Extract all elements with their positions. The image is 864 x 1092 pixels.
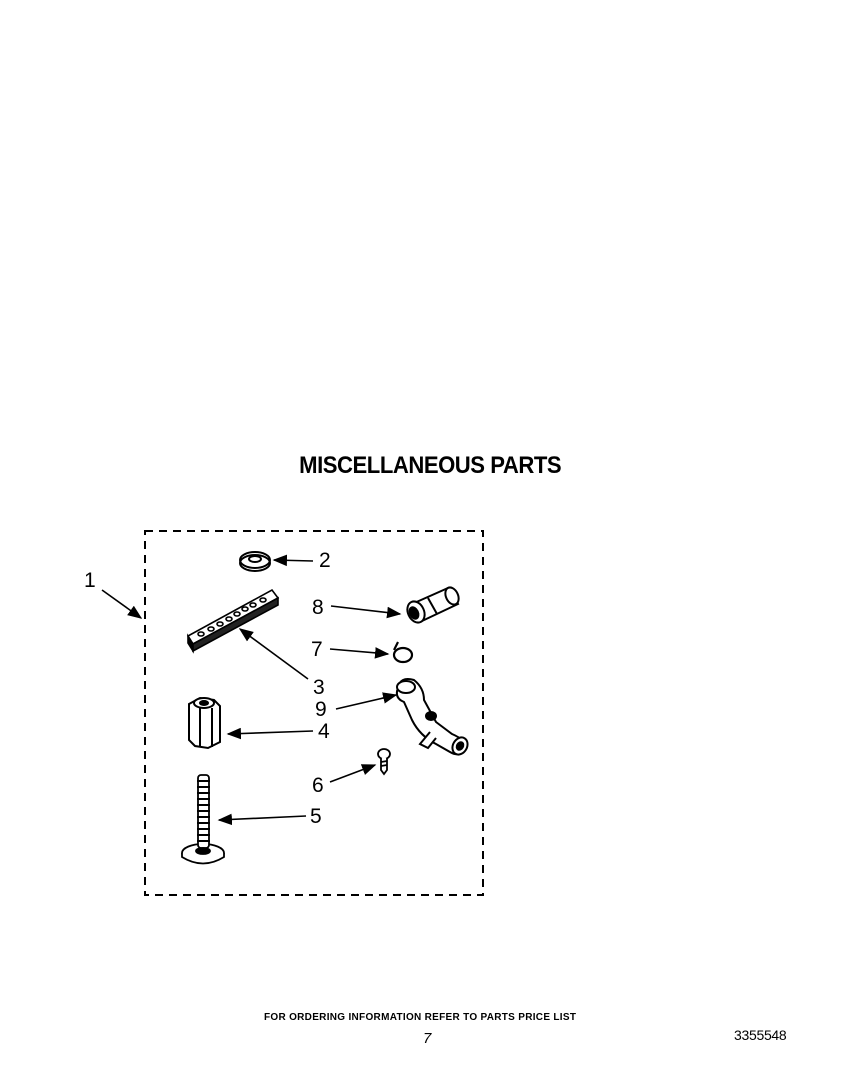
elbow-part [395,678,469,756]
callout-9: 9 [315,698,327,721]
callout-5: 5 [310,805,322,828]
callout-8: 8 [312,596,324,619]
bolt-part [181,774,225,865]
washer-part [239,551,271,572]
callout-1: 1 [84,569,96,592]
leader-1 [101,589,143,619]
page-title: MISCELLANEOUS PARTS [299,452,562,479]
coupling-part [406,586,460,624]
hex-nut-part [188,696,221,750]
leader-5 [217,813,307,826]
document-number: 3355548 [734,1027,787,1043]
leader-2 [272,554,314,567]
leader-4 [226,727,314,740]
leader-3 [238,628,309,680]
leader-lines [101,554,402,826]
screw-part [377,748,391,776]
kit-boundary [144,530,484,896]
leader-9 [335,692,398,710]
callout-2: 2 [319,549,331,572]
page-number: 7 [423,1030,432,1047]
clamp-part [392,641,414,664]
callout-4: 4 [318,720,330,743]
leader-7 [329,647,390,659]
callout-6: 6 [312,774,324,797]
callout-7: 7 [311,638,323,661]
leader-6 [329,764,377,783]
ordering-note: FOR ORDERING INFORMATION REFER TO PARTS … [264,1012,577,1023]
strip-part [186,588,280,654]
callout-3: 3 [313,676,325,699]
leader-8 [330,605,402,619]
